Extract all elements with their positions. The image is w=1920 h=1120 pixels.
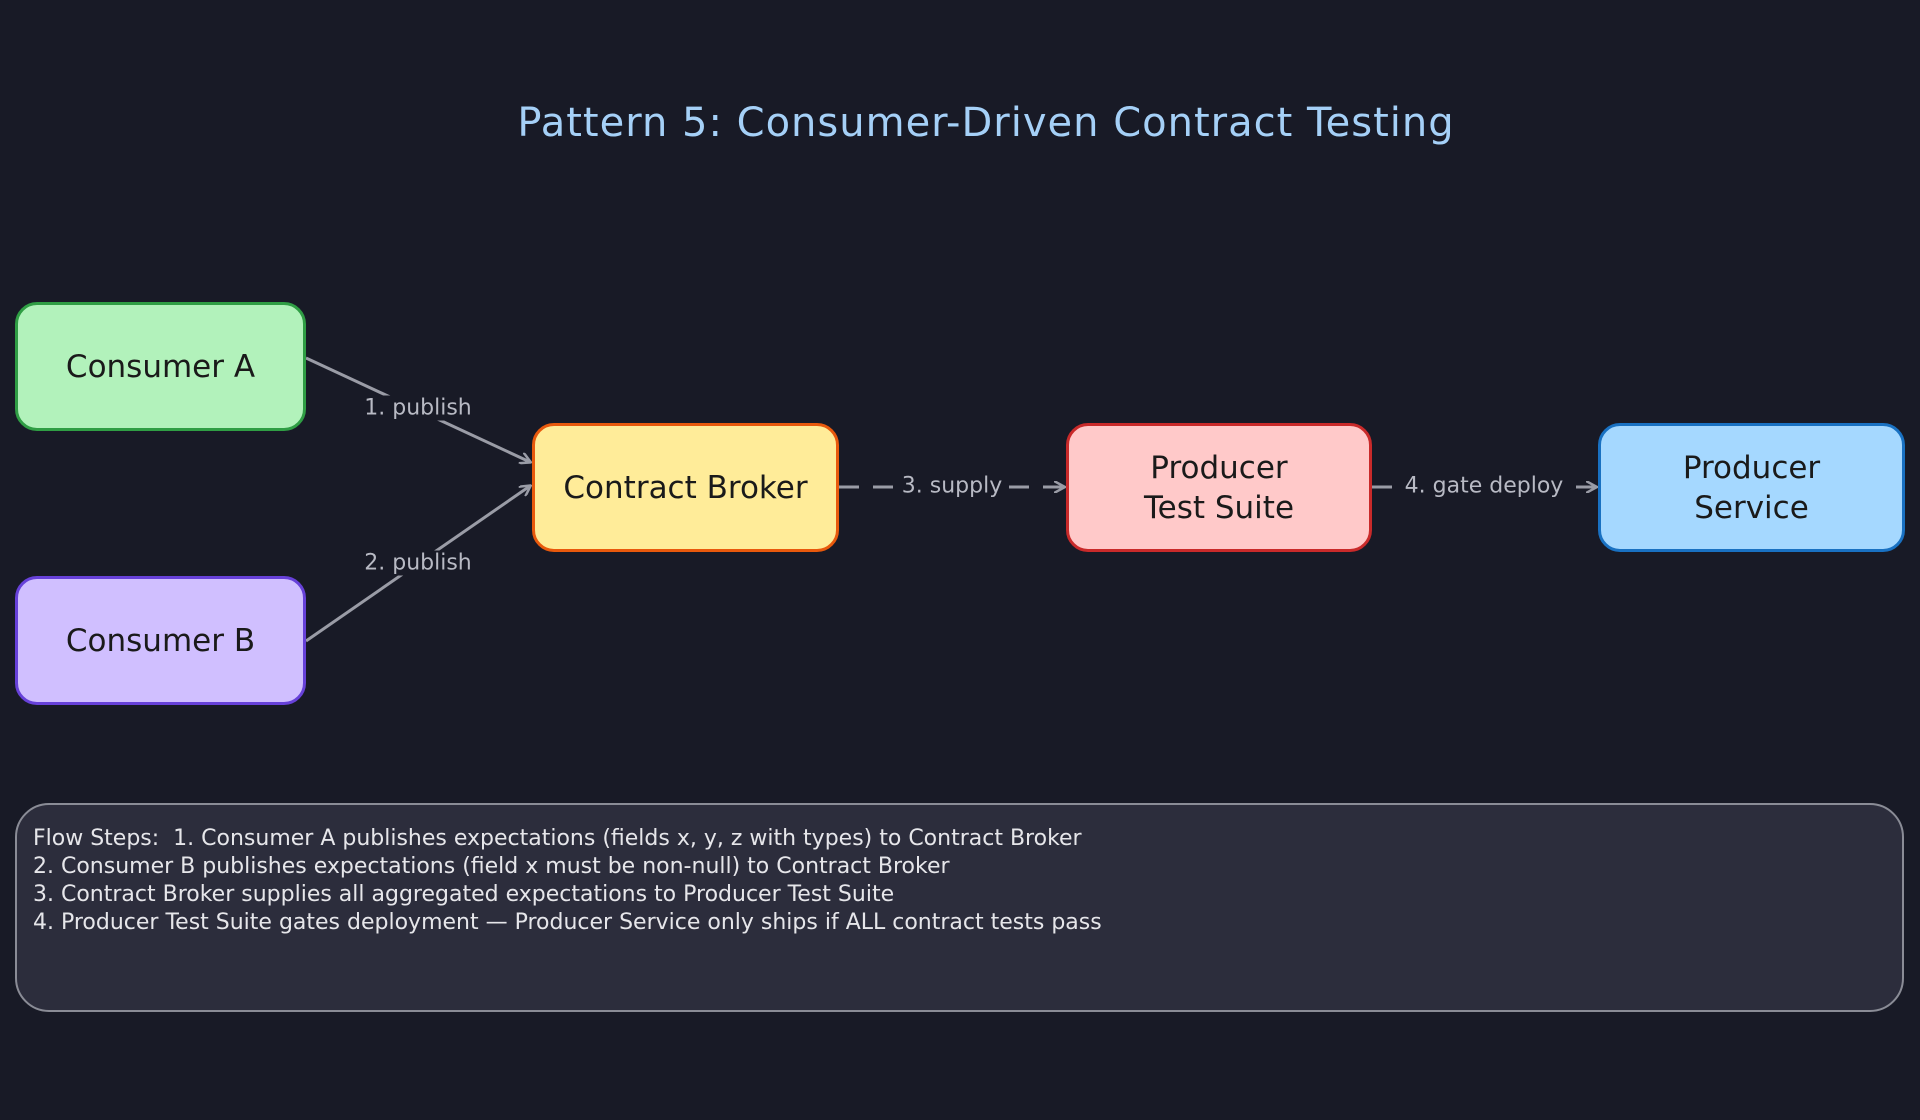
edge-label-publish-a: 1. publish [360, 395, 476, 421]
node-contract-broker-label: Contract Broker [563, 469, 808, 506]
node-contract-broker[interactable]: Contract Broker [532, 423, 839, 552]
diagram-title: Pattern 5: Consumer-Driven Contract Test… [517, 100, 1455, 146]
flow-step-1: Flow Steps: 1. Consumer A publishes expe… [33, 826, 1082, 851]
edge-label-supply: 3. supply [897, 473, 1007, 499]
node-producer-service[interactable]: Producer Service [1598, 423, 1905, 552]
node-consumer-a[interactable]: Consumer A [15, 302, 306, 431]
node-producer-service-label: Producer Service [1682, 449, 1821, 526]
flow-step-4: 4. Producer Test Suite gates deployment … [33, 910, 1102, 935]
edge-label-publish-b: 2. publish [360, 550, 476, 576]
node-producer-test-suite[interactable]: Producer Test Suite [1066, 423, 1372, 552]
node-consumer-b-label: Consumer B [65, 622, 256, 659]
flow-step-3: 3. Contract Broker supplies all aggregat… [33, 882, 895, 907]
node-producer-test-suite-label: Producer Test Suite [1143, 449, 1295, 526]
flow-step-2: 2. Consumer B publishes expectations (fi… [33, 854, 950, 879]
flow-steps-panel: Flow Steps: 1. Consumer A publishes expe… [15, 803, 1904, 1012]
node-consumer-b[interactable]: Consumer B [15, 576, 306, 705]
node-consumer-a-label: Consumer A [65, 348, 256, 385]
edge-label-gate: 4. gate deploy [1400, 473, 1568, 499]
